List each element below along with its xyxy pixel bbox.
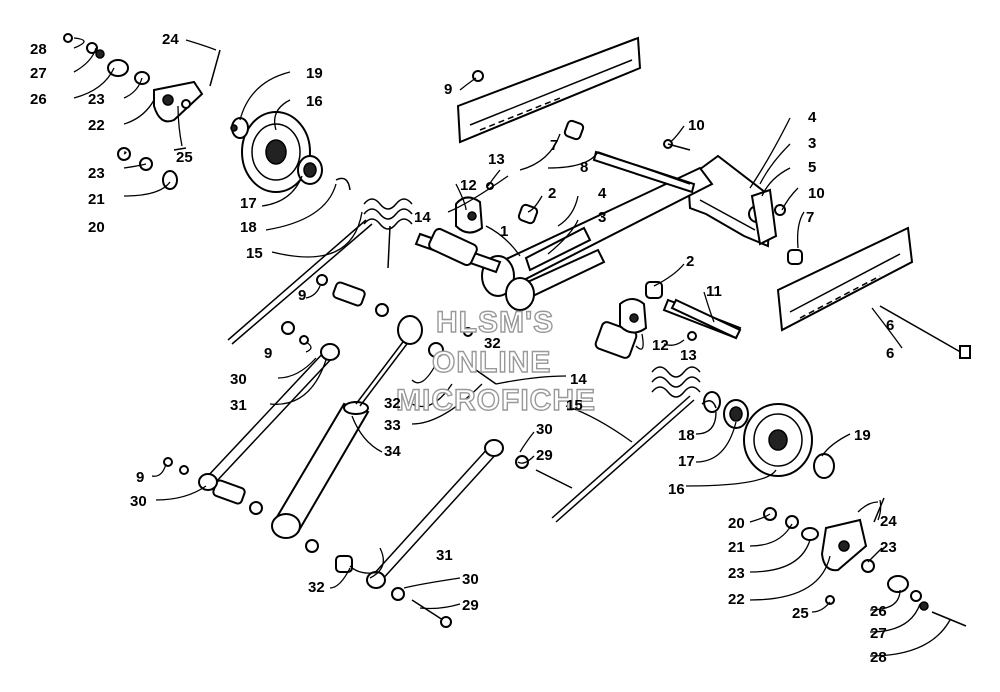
callout-4: 4	[598, 185, 607, 202]
hardware-left-upper	[63, 33, 238, 190]
callout-9: 9	[444, 81, 452, 98]
callout-7: 7	[806, 209, 814, 226]
callout-16: 16	[306, 93, 323, 110]
callout-15: 15	[246, 245, 263, 262]
callout-33: 33	[384, 417, 401, 434]
callout-21: 21	[728, 539, 745, 556]
callout-30: 30	[536, 421, 553, 438]
callout-4: 4	[808, 109, 817, 126]
callout-labels: 1 2 2 3 3 4 4 5 6 8 7 7 9 9 9 9 10 10 11…	[30, 31, 897, 666]
callout-13: 13	[680, 347, 697, 364]
callout-13: 13	[488, 151, 505, 168]
callout-17: 17	[240, 195, 257, 212]
left-torsion-spring	[227, 198, 413, 345]
watermark: HLSM'S ONLINE MICROFICHE	[395, 305, 596, 417]
callout-29: 29	[462, 597, 479, 614]
right-idler-wheel	[723, 399, 835, 479]
callout-23: 23	[88, 165, 105, 182]
callout-27: 27	[30, 65, 47, 82]
callout-34: 34	[384, 443, 401, 460]
hardware-right-lower	[763, 497, 967, 627]
callout-25: 25	[176, 149, 193, 166]
front-arm-tube	[481, 166, 714, 311]
callout-18: 18	[678, 427, 695, 444]
callout-2: 2	[686, 253, 694, 270]
callout-16: 16	[668, 481, 685, 498]
axle-rods	[597, 151, 971, 359]
callout-1: 1	[500, 223, 508, 240]
callout-6-lower: 6	[886, 317, 894, 334]
callout-3: 3	[598, 209, 606, 226]
callout-28: 28	[870, 649, 887, 666]
callout-2: 2	[548, 185, 556, 202]
callout-31: 31	[436, 547, 453, 564]
cam-blocks	[455, 196, 648, 334]
callout-22: 22	[88, 117, 105, 134]
left-idler-wheel	[231, 111, 323, 193]
callout-8: 8	[580, 159, 588, 176]
hardware-center	[163, 70, 786, 628]
callout-21: 21	[88, 191, 105, 208]
callout-9: 9	[298, 287, 306, 304]
callout-20: 20	[728, 515, 745, 532]
callout-17: 17	[678, 453, 695, 470]
callout-32: 32	[308, 579, 325, 596]
callout-18: 18	[240, 219, 257, 236]
callout-12: 12	[652, 337, 669, 354]
watermark-line-3: MICROFICHE	[396, 384, 596, 417]
watermark-line-2: ONLINE	[432, 346, 551, 379]
callout-30: 30	[230, 371, 247, 388]
callout-12: 12	[460, 177, 477, 194]
right-torsion-spring	[551, 366, 701, 523]
callout-10: 10	[688, 117, 705, 134]
lower-linkage-rod	[366, 439, 504, 589]
callout-26: 26	[30, 91, 47, 108]
callout-23: 23	[880, 539, 897, 556]
callout-24: 24	[880, 513, 897, 530]
callout-14: 14	[414, 209, 431, 226]
callout-28: 28	[30, 41, 47, 58]
callout-30: 30	[462, 571, 479, 588]
callout-10: 10	[808, 185, 825, 202]
callout-24: 24	[162, 31, 179, 48]
callout-31: 31	[230, 397, 247, 414]
upper-linkage-rod	[198, 343, 340, 491]
callout-23: 23	[88, 91, 105, 108]
callout-26: 26	[870, 603, 887, 620]
callout-19: 19	[306, 65, 323, 82]
callout-30: 30	[130, 493, 147, 510]
leader-lines	[73, 37, 951, 657]
callout-22: 22	[728, 591, 745, 608]
callout-15: 15	[566, 397, 583, 414]
shock-absorber	[271, 315, 423, 539]
callout-32: 32	[384, 395, 401, 412]
lower-slide-rail	[776, 226, 914, 332]
callout-14: 14	[570, 371, 587, 388]
callout-23: 23	[728, 565, 745, 582]
callout-9: 9	[136, 469, 144, 486]
callout-25: 25	[792, 605, 809, 622]
upper-slide-rail	[456, 36, 642, 144]
callout-19: 19	[854, 427, 871, 444]
callout-9: 9	[264, 345, 272, 362]
callout-20: 20	[88, 219, 105, 236]
callout-5: 5	[808, 159, 816, 176]
callout-32: 32	[484, 335, 501, 352]
callout-6: 6	[886, 345, 894, 362]
callout-29: 29	[536, 447, 553, 464]
callout-11: 11	[706, 283, 722, 300]
callout-7: 7	[550, 137, 558, 154]
callout-27: 27	[870, 625, 887, 642]
callout-3: 3	[808, 135, 816, 152]
watermark-line-1: HLSM'S	[436, 306, 554, 339]
